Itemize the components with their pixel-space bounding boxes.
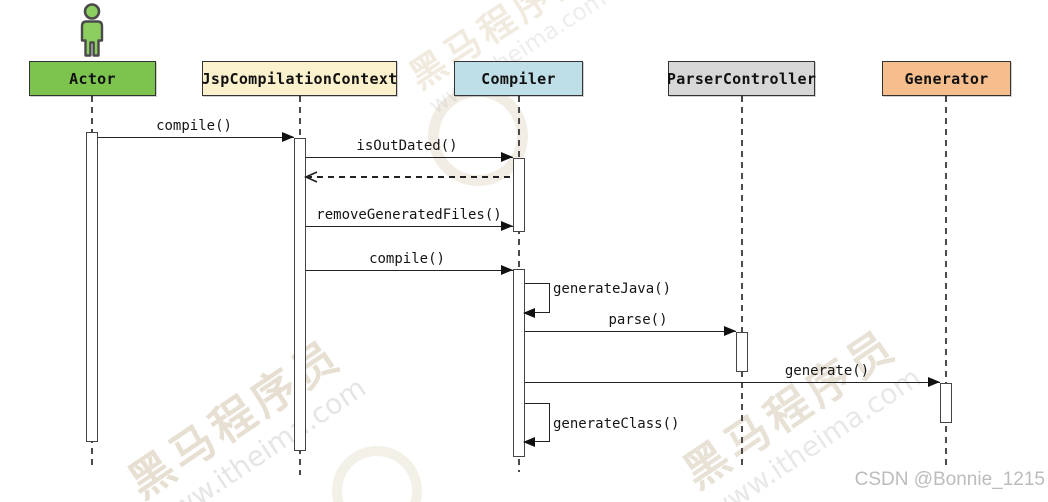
activation-jsp	[294, 138, 306, 451]
message-label: removeGeneratedFiles()	[316, 207, 502, 223]
arrowhead-icon	[523, 308, 535, 319]
message-label: generateClass()	[553, 416, 680, 432]
participant-box-actor: Actor	[29, 61, 156, 96]
message-arrow-parse	[525, 325, 736, 336]
lifeline-parsercontroller	[741, 96, 743, 470]
arrowhead-icon	[928, 376, 940, 387]
actor-figure-icon	[80, 3, 104, 57]
participant-label: Compiler	[481, 69, 556, 88]
activation-compiler-1	[513, 158, 525, 232]
open-arrowhead-icon	[304, 171, 318, 183]
message-label: parse()	[608, 312, 668, 328]
participant-label: JspCompilationContext	[201, 69, 398, 88]
participant-label: Generator	[904, 69, 989, 88]
message-arrow-removegeneratedfiles	[306, 220, 513, 231]
message-arrow-compile-2	[306, 264, 513, 275]
message-arrow-return	[304, 171, 513, 183]
self-message-generateclass	[523, 403, 550, 448]
watermark-itheima-left: 黑马程序员 www.itheima.com	[119, 329, 372, 502]
watermark-credit: CSDN @Bonnie_1215	[854, 469, 1045, 490]
self-message-generatejava	[523, 283, 550, 319]
message-label: compile()	[369, 251, 445, 267]
message-arrow-isoutdated	[306, 151, 513, 162]
participant-box-generator: Generator	[882, 61, 1011, 96]
participant-label: Actor	[69, 69, 116, 88]
arrowhead-icon	[282, 131, 294, 142]
activation-actor	[86, 132, 98, 442]
message-label: isOutDated()	[356, 138, 458, 154]
watermark-logo-circle	[332, 446, 422, 502]
participant-box-jspcompilationcontext: JspCompilationContext	[202, 61, 397, 96]
participant-box-parsercontroller: ParserController	[666, 61, 817, 96]
message-label: compile()	[156, 118, 232, 134]
arrowhead-icon	[501, 220, 513, 231]
message-arrow-generate	[525, 376, 940, 387]
participant-label: ParserController	[666, 69, 817, 88]
activation-parser	[736, 332, 748, 372]
lifeline-generator	[945, 96, 947, 468]
message-arrow-compile-1	[98, 131, 294, 142]
participant-box-compiler: Compiler	[454, 61, 583, 96]
arrowhead-icon	[501, 151, 513, 162]
arrowhead-icon	[501, 264, 513, 275]
arrowhead-icon	[523, 437, 535, 448]
activation-compiler-2	[513, 269, 525, 457]
arrowhead-icon	[724, 325, 736, 336]
message-label: generate()	[784, 363, 870, 379]
activation-generator	[940, 383, 952, 423]
message-label: generateJava()	[553, 281, 672, 297]
